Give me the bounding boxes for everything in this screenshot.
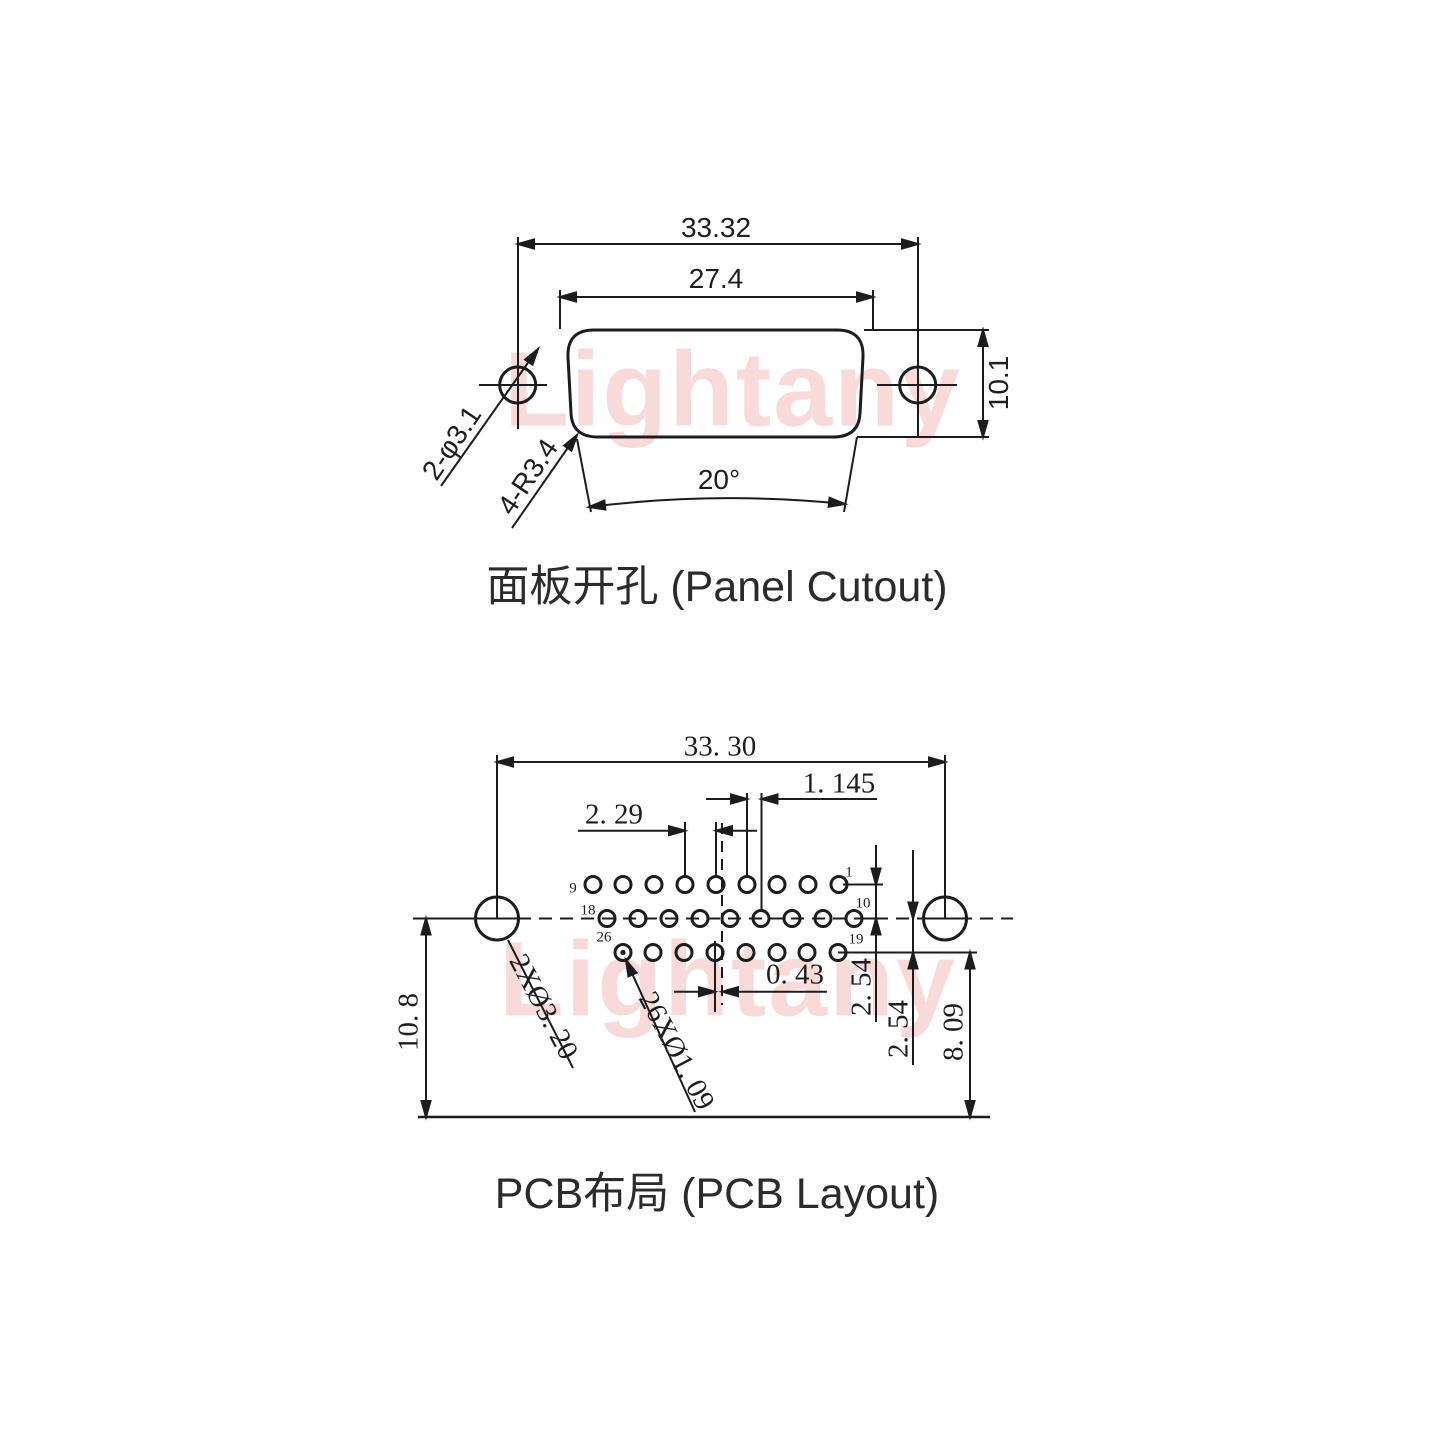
dim-line-27-4 <box>556 290 877 330</box>
dim-text-27-4: 27.4 <box>688 263 744 294</box>
pcb-layout-drawing <box>413 755 1013 1121</box>
dim-text-20-deg: 20° <box>697 464 741 495</box>
dim-text-2-29: 2. 29 <box>585 798 643 831</box>
leader-pin-holes <box>624 956 696 1113</box>
pcb-left-mount-hole <box>474 755 520 942</box>
pin-label-18: 18 <box>580 902 596 919</box>
dim-line-10-1 <box>857 326 989 441</box>
pin-label-26: 26 <box>596 929 612 946</box>
dim-text-33-30: 33. 30 <box>683 730 757 763</box>
pin-label-10: 10 <box>855 895 871 912</box>
leader-2-phi-3-1 <box>440 345 541 487</box>
pin-row-bottom <box>613 943 848 962</box>
dim-line-2-29 <box>578 822 757 878</box>
panel-cutout-title: 面板开孔 (Panel Cutout) <box>486 563 948 611</box>
dim-line-2-54-a <box>870 845 882 1022</box>
dim-line-2-54-b <box>907 850 919 1065</box>
dim-line-0-43 <box>674 941 827 1012</box>
leader-mount-holes <box>507 939 574 1069</box>
pcb-right-mount-hole <box>922 755 968 942</box>
dim-text-33-32: 33.32 <box>680 212 752 243</box>
panel-left-hole <box>479 237 547 429</box>
dim-line-10-8 <box>418 914 478 1121</box>
pin-label-19: 19 <box>848 931 864 948</box>
d-cutout-shape <box>566 328 865 439</box>
panel-right-hole <box>877 237 957 437</box>
dim-line-1-145 <box>706 793 877 912</box>
pin-row-top <box>583 875 849 894</box>
dim-text-10-8: 10. 8 <box>392 993 425 1051</box>
pcb-layout-title: PCB布局 (PCB Layout) <box>494 1170 940 1218</box>
pin-label-1: 1 <box>845 864 853 881</box>
dim-text-8-09: 8. 09 <box>937 1003 970 1061</box>
angle-20-arc <box>576 436 858 513</box>
leader-4-r3-4 <box>511 431 580 529</box>
dim-text-1-145: 1. 145 <box>802 767 876 800</box>
dim-text-2-54-a: 2. 54 <box>845 958 878 1016</box>
watermark-bottom: Lightany <box>499 920 957 1039</box>
pin-label-9: 9 <box>569 880 577 897</box>
dim-text-10-1: 10.1 <box>983 355 1014 411</box>
dim-text-2-54-b: 2. 54 <box>882 1000 915 1058</box>
dim-text-0-43: 0. 43 <box>766 958 824 991</box>
dim-line-8-09 <box>964 948 976 1121</box>
pin-row-middle <box>597 909 864 928</box>
dim-line-33-30 <box>493 756 949 768</box>
watermark-top: Lightany <box>504 330 962 449</box>
pin-26-center-dot <box>620 949 626 956</box>
dim-line-33-32 <box>514 238 922 250</box>
panel-cutout-drawing <box>440 237 989 529</box>
